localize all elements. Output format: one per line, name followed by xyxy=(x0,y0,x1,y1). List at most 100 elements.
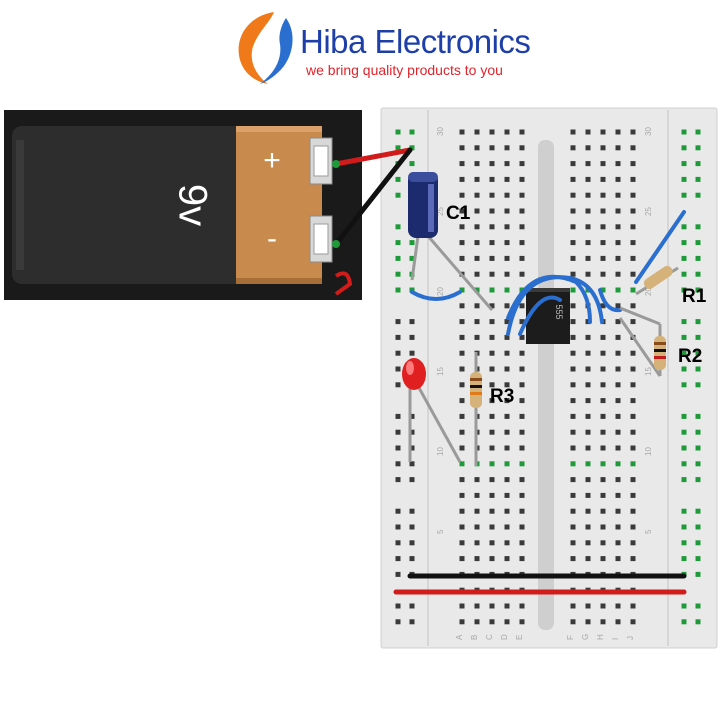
ic-marking: 555 xyxy=(554,304,564,319)
breadboard-hole xyxy=(459,492,465,498)
row-number: 15 xyxy=(436,367,445,376)
breadboard-hole xyxy=(474,524,480,530)
breadboard-hole xyxy=(395,255,401,261)
breadboard-hole xyxy=(519,429,525,435)
breadboard-hole xyxy=(489,303,495,309)
breadboard-hole xyxy=(681,413,687,419)
breadboard-hole xyxy=(489,429,495,435)
row-number: 20 xyxy=(644,287,653,296)
breadboard-hole xyxy=(395,571,401,577)
breadboard-hole xyxy=(695,382,701,388)
breadboard-hole xyxy=(600,287,606,293)
breadboard-hole xyxy=(681,603,687,609)
breadboard-hole xyxy=(409,319,415,325)
breadboard-hole xyxy=(489,208,495,214)
breadboard-hole xyxy=(395,224,401,230)
breadboard-hole xyxy=(615,540,621,546)
breadboard-hole xyxy=(695,145,701,151)
breadboard-hole xyxy=(585,429,591,435)
breadboard-hole xyxy=(489,334,495,340)
breadboard-hole xyxy=(681,145,687,151)
breadboard-hole xyxy=(681,508,687,514)
breadboard-hole xyxy=(600,556,606,562)
breadboard-hole xyxy=(585,161,591,167)
breadboard-hole xyxy=(585,176,591,182)
breadboard-hole xyxy=(504,382,510,388)
breadboard-hole xyxy=(615,508,621,514)
breadboard-hole xyxy=(600,366,606,372)
breadboard-hole xyxy=(489,224,495,230)
brand-name: Hiba Electronics xyxy=(300,23,531,60)
breadboard-hole xyxy=(459,334,465,340)
breadboard-hole xyxy=(570,540,576,546)
breadboard-hole xyxy=(459,382,465,388)
battery-wires xyxy=(332,147,413,296)
breadboard-hole xyxy=(615,556,621,562)
breadboard-hole xyxy=(409,477,415,483)
breadboard-hole xyxy=(474,129,480,135)
breadboard-hole xyxy=(570,287,576,293)
breadboard-hole xyxy=(695,161,701,167)
row-number: 20 xyxy=(436,287,445,296)
breadboard-hole xyxy=(570,145,576,151)
breadboard-hole xyxy=(681,445,687,451)
breadboard-hole xyxy=(600,461,606,467)
breadboard-hole xyxy=(489,240,495,246)
breadboard-hole xyxy=(489,161,495,167)
breadboard-hole xyxy=(570,176,576,182)
breadboard-hole xyxy=(585,366,591,372)
breadboard-hole xyxy=(615,176,621,182)
breadboard-hole xyxy=(519,208,525,214)
breadboard-hole xyxy=(615,366,621,372)
breadboard-hole xyxy=(695,224,701,230)
breadboard-hole xyxy=(459,208,465,214)
breadboard-hole xyxy=(615,398,621,404)
breadboard-hole xyxy=(519,540,525,546)
breadboard-hole xyxy=(585,255,591,261)
breadboard-hole xyxy=(630,255,636,261)
breadboard-hole xyxy=(474,619,480,625)
breadboard-hole xyxy=(630,208,636,214)
breadboard-hole xyxy=(695,524,701,530)
breadboard-hole xyxy=(570,619,576,625)
breadboard-hole xyxy=(615,129,621,135)
breadboard-hole xyxy=(695,445,701,451)
breadboard-hole xyxy=(395,382,401,388)
breadboard-hole xyxy=(395,129,401,135)
breadboard-hole xyxy=(615,192,621,198)
breadboard-hole xyxy=(409,508,415,514)
breadboard-hole xyxy=(585,271,591,277)
breadboard-hole xyxy=(504,556,510,562)
breadboard-hole xyxy=(519,508,525,514)
breadboard-hole xyxy=(474,508,480,514)
c1-label: C1 xyxy=(446,203,471,224)
breadboard-hole xyxy=(695,255,701,261)
breadboard-hole xyxy=(570,208,576,214)
breadboard-hole xyxy=(489,619,495,625)
breadboard-hole xyxy=(504,161,510,167)
breadboard-hole xyxy=(570,508,576,514)
breadboard-hole xyxy=(630,287,636,293)
breadboard-hole xyxy=(474,192,480,198)
breadboard-hole xyxy=(615,413,621,419)
r1-label: R1 xyxy=(682,286,707,307)
breadboard-hole xyxy=(681,319,687,325)
breadboard-hole xyxy=(630,240,636,246)
breadboard-hole xyxy=(600,603,606,609)
breadboard-hole xyxy=(489,524,495,530)
breadboard-hole xyxy=(630,477,636,483)
breadboard-hole xyxy=(519,271,525,277)
breadboard-hole xyxy=(504,445,510,451)
jumper-wire-blue-left xyxy=(410,290,462,301)
row-number: 5 xyxy=(644,529,653,534)
breadboard-hole xyxy=(409,619,415,625)
breadboard-hole xyxy=(474,319,480,325)
breadboard-hole xyxy=(600,350,606,356)
breadboard-hole xyxy=(585,334,591,340)
breadboard-hole xyxy=(681,161,687,167)
breadboard-hole xyxy=(585,398,591,404)
breadboard-hole xyxy=(519,176,525,182)
breadboard-hole xyxy=(459,366,465,372)
breadboard-hole xyxy=(459,461,465,467)
